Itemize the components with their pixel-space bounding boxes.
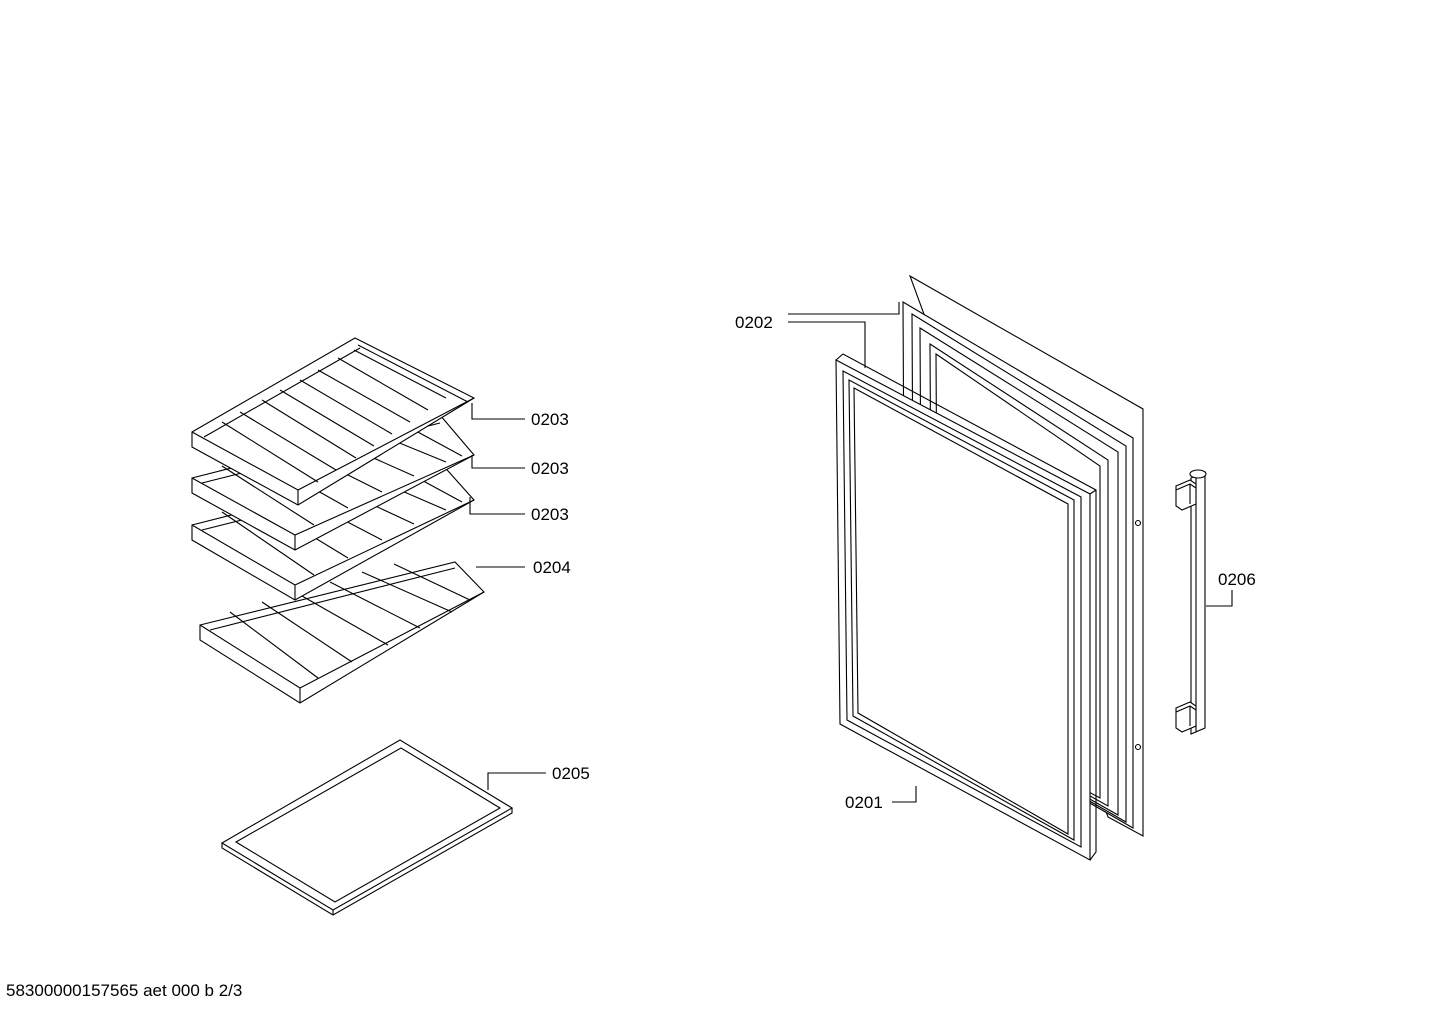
door-seal-0201 — [835, 353, 1097, 861]
shelf-0204 — [199, 561, 485, 704]
callout-0203-c: 0203 — [531, 505, 569, 524]
callout-0206: 0206 — [1218, 570, 1256, 589]
shelf-0203-1 — [191, 337, 476, 506]
callout-0203-b: 0203 — [531, 459, 569, 478]
callout-0201: 0201 — [845, 793, 883, 812]
callout-0203-a: 0203 — [531, 410, 569, 429]
callout-0205: 0205 — [552, 764, 590, 783]
handle-0206 — [1175, 469, 1207, 735]
callout-0202: 0202 — [735, 313, 773, 332]
document-reference: 58300000157565 aet 000 b 2/3 — [6, 981, 243, 1000]
callout-0204: 0204 — [533, 558, 571, 577]
leader-lines — [469, 302, 1233, 803]
glass-plate-0205 — [220, 739, 514, 916]
